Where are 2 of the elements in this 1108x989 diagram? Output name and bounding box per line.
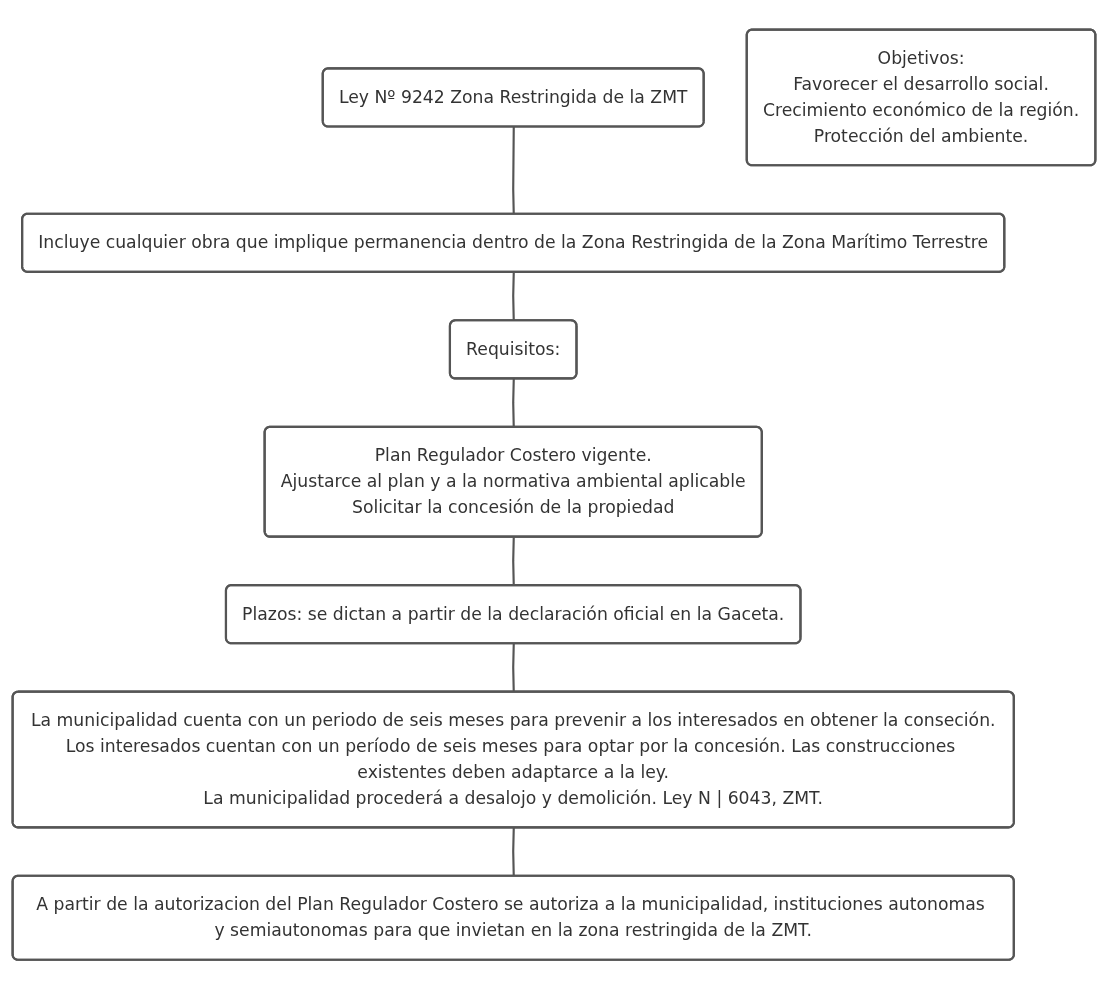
- flowchart: Ley Nº 9242 Zona Restringida de la ZMT Incluye cualquier obra que implique permanencia dentro de la Zona Restringida de la Zona Marítimo Terrestre Requisitos: Objetivos: Favorecer el desarrollo social. Crecimiento económico de la región. Protección del ambiente. Plan Regulador Costero vigente. Ajustarce al plan y a la normativa ambiental aplicable Solicitar la concesión de la propiedad Plazos: se dictan a partir de la declaración oficial en la Gaceta. La municipalidad cuenta con un periodo de seis meses para prevenir a los interesados en obtener la conseción. Los interesados cuentan con un período de seis meses para optar por la concesión. Las construcciones existentes deben adaptarce a la ley. La municipalidad procederá a desalojo y demolición. Ley N | 6043, ZMT. A partir de la autorizacion del Plan Regulador Costero se autoriza a la municipalidad, instituciones autonomas y semiautonomas para que invietan en la zona restringida de la ZMT.: [4, 20, 1104, 969]
- connector: [512, 272, 515, 321]
